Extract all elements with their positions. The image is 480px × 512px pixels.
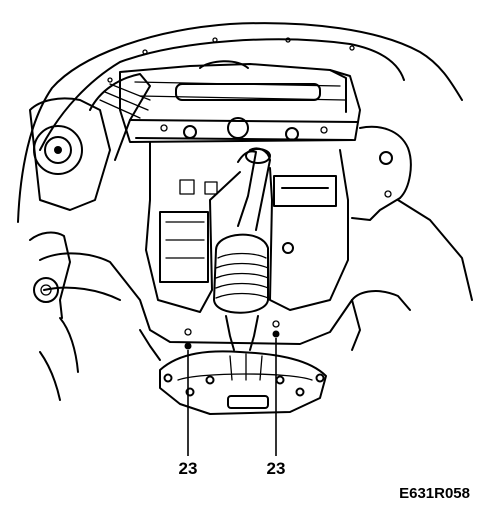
figure-code: E631R058 <box>399 485 470 502</box>
intake-manifold-rail <box>119 60 361 143</box>
right-subframe-bracket <box>351 125 473 311</box>
left-suspension-strut <box>29 73 151 211</box>
callout-label-left: 23 <box>179 459 198 478</box>
lower-cover-skid-plate <box>159 350 327 415</box>
engine-block <box>145 141 349 313</box>
body-outline <box>17 22 463 223</box>
mounting-bolts <box>184 320 280 350</box>
callout-label-right: 23 <box>267 459 286 478</box>
front-crossmember <box>29 231 361 401</box>
exhaust-catalytic-converter <box>213 147 271 351</box>
